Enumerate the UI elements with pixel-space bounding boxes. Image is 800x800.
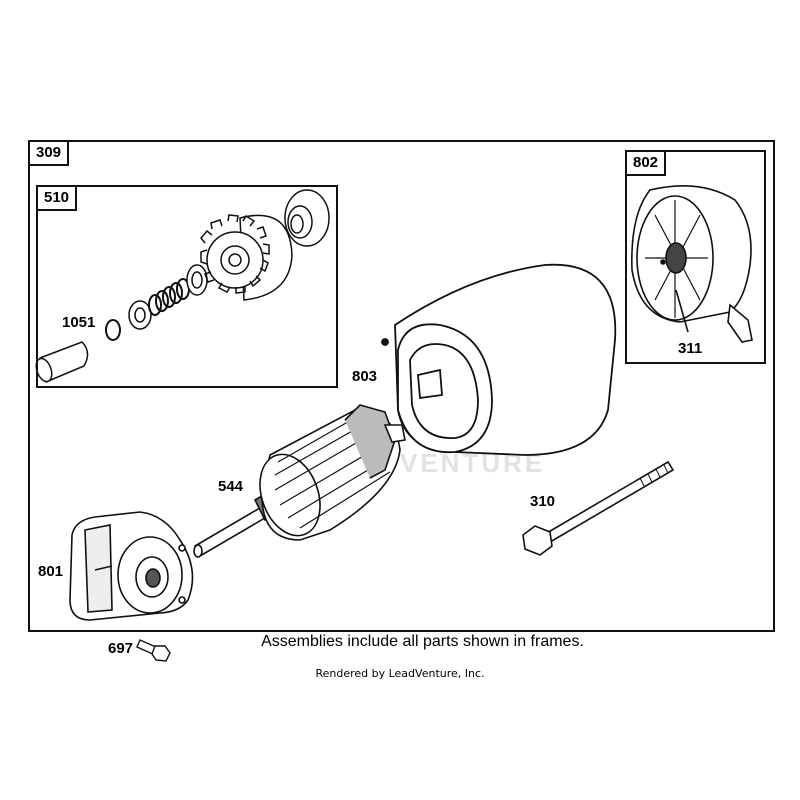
assembly-caption: Assemblies include all parts shown in fr…	[261, 633, 584, 650]
through-bolt-art	[522, 460, 675, 556]
end-cap-art	[631, 185, 753, 343]
end-cap-tag: 802	[627, 152, 667, 176]
callout-311: 311	[678, 340, 703, 357]
callout-310: 310	[530, 493, 556, 510]
main-assembly-frame: 309	[28, 140, 775, 632]
callout-1051: 1051	[62, 314, 96, 331]
sleeve-part	[35, 341, 89, 383]
end-cap-frame: 802	[625, 150, 766, 364]
callout-544: 544	[218, 478, 244, 495]
main-assembly-tag: 309	[30, 142, 70, 166]
callout-697: 697	[108, 640, 134, 657]
drive-assembly-tag: 510	[38, 187, 78, 211]
end-cup-part	[284, 189, 330, 247]
callout-803: 803	[352, 368, 378, 385]
retaining-ring-part	[105, 319, 121, 341]
housing-art	[381, 263, 617, 456]
armature-art	[193, 404, 406, 558]
collar-part	[128, 300, 152, 330]
drive-end-cap-art	[69, 511, 194, 621]
pinion-gear-part	[200, 214, 293, 301]
drive-assembly-art	[35, 189, 330, 383]
render-credit: Rendered by LeadVenture, Inc.	[315, 667, 485, 680]
drive-assembly-frame: 510	[36, 185, 338, 388]
callout-801: 801	[38, 563, 64, 580]
mounting-bolt-art	[136, 639, 171, 662]
